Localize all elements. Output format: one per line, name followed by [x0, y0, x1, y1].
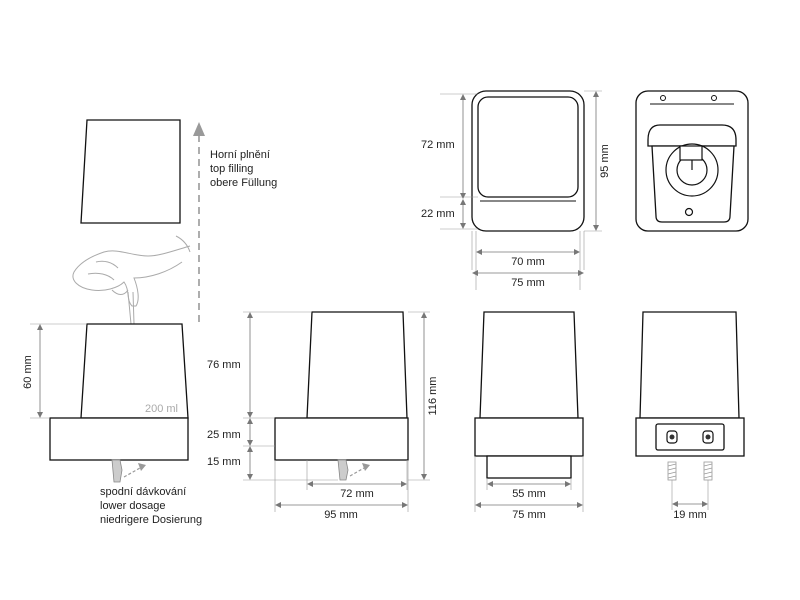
dim-side-w-inner-label: 55 mm	[512, 488, 546, 500]
dim-top-w-inner-label: 70 mm	[511, 256, 545, 268]
dim-front-h-total-label: 116 mm	[427, 377, 439, 416]
lower-dosage-label-en: lower dosage	[100, 500, 165, 512]
dim-front-vertical	[243, 311, 430, 481]
dim-left-height-label: 60 mm	[22, 355, 34, 389]
top-filling-label-cz: Horní plnění	[210, 149, 270, 161]
dim-top-h-upper-label: 72 mm	[421, 139, 455, 151]
dim-top-horizontal	[471, 231, 585, 290]
dim-front-horizontal	[274, 460, 409, 512]
screw-icon-right	[703, 461, 713, 481]
dim-side-w-outer-label: 75 mm	[512, 509, 546, 521]
dim-back-w-screws-label: 19 mm	[673, 509, 707, 521]
dim-top-w-outer-label: 75 mm	[511, 277, 545, 289]
dim-front-h-top-label: 76 mm	[207, 359, 241, 371]
lower-dosage-label-cz: spodní dávkování	[100, 486, 186, 498]
back-view	[635, 311, 745, 457]
dim-side-horizontal	[474, 456, 584, 512]
dim-top-h-lower-label: 22 mm	[421, 208, 455, 220]
lower-dosage-arrow	[123, 463, 146, 478]
left-dispenser	[49, 323, 189, 483]
top-view	[471, 90, 585, 232]
screw-icon-left	[667, 461, 677, 481]
dim-front-w-inner-label: 72 mm	[340, 488, 374, 500]
detached-container	[80, 119, 181, 224]
top-filling-label-de: obere Füllung	[210, 177, 277, 189]
dim-top-h-total-label: 95 mm	[599, 144, 611, 178]
dim-left-height	[30, 323, 87, 419]
front-view	[274, 311, 409, 481]
rear-plate-view	[635, 90, 749, 232]
dim-back-screws	[671, 480, 709, 510]
lower-dosage-label-de: niedrigere Dosierung	[100, 514, 202, 526]
dim-front-h-low-label: 15 mm	[207, 456, 241, 468]
dim-top-vertical	[440, 90, 602, 232]
top-filling-arrow	[193, 122, 205, 322]
dim-front-w-outer-label: 95 mm	[324, 509, 358, 521]
capacity-label: 200 ml	[145, 403, 178, 415]
top-filling-label-en: top filling	[210, 163, 253, 175]
hand-pouring-illustration	[72, 235, 191, 325]
dim-front-h-mid-label: 25 mm	[207, 429, 241, 441]
side-view	[474, 311, 584, 479]
